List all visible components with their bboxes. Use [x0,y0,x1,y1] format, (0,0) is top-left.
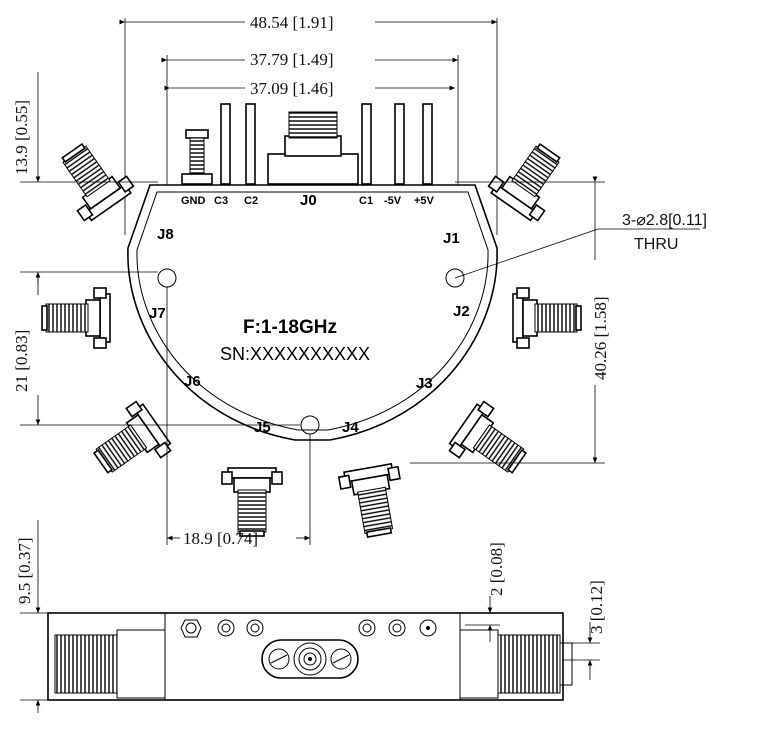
label-c1: C1 [359,195,373,207]
dim-right-height: 40.26 [1.58] [591,296,610,380]
j3-connector [445,398,538,489]
j4-connector [337,462,410,542]
pin-c1 [361,103,372,185]
side-connector-left [54,634,118,694]
j7-connector [41,287,111,349]
pin-c3 [220,103,231,185]
dim-connector-span: 37.79 [1.49] [250,50,334,69]
label-p5v: +5V [414,195,435,207]
dim-top-offset: 13.9 [0.55] [12,100,31,175]
label-j2: J2 [453,303,470,320]
j6-connector [82,398,175,489]
j5-connector [221,467,283,537]
label-j4: J4 [342,419,359,436]
dim-hole-span: 37.09 [1.46] [250,79,334,98]
label-c2: C2 [244,195,258,207]
pin-c2 [245,103,256,185]
mounting-hole-right [445,268,465,288]
j0-connector [267,111,359,185]
serial-label: SN:XXXXXXXXXX [220,344,370,364]
dim-tab-height: 2 [0.08] [487,542,506,596]
dim-thickness: 9.5 [0.37] [15,537,34,604]
label-j3: J3 [416,375,433,392]
j2-connector [512,287,582,349]
label-j8: J8 [157,226,174,243]
pin-p5v [422,103,433,185]
label-gnd: GND [181,195,206,207]
dim-left-vertical: 21 [0.83] [12,330,31,392]
dim-bottom-span: 18.9 [0.74] [183,529,258,548]
dim-overall-width: 48.54 [1.91] [250,13,334,32]
label-j5: J5 [254,419,271,436]
pin-m5v [394,103,405,185]
label-c3: C3 [214,195,228,207]
j1-connector [485,132,576,225]
dim-conn-height: 3 [0.12] [587,580,606,634]
hole-note-size: 3-⌀2.8[0.11] [622,212,707,229]
hole-note-thru: THRU [634,236,678,253]
j8-connector [46,132,137,225]
side-gnd-nut [180,619,202,638]
side-connector-right [497,634,561,694]
label-j7: J7 [149,305,166,322]
frequency-label: F:1-18GHz [243,317,337,338]
label-j6: J6 [184,373,201,390]
label-m5v: -5V [384,195,402,207]
label-j1: J1 [443,230,460,247]
label-j0: J0 [300,192,317,209]
module-body [127,184,498,441]
